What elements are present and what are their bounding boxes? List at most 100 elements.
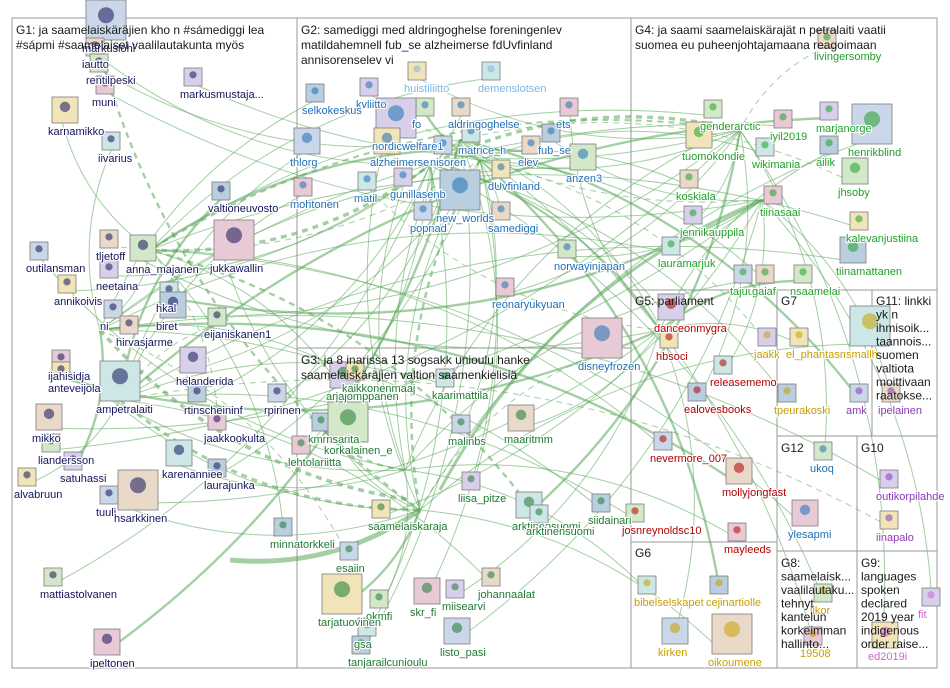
node-label[interactable]: tpeurakoski (773, 404, 831, 418)
node-label[interactable]: tuuli (95, 506, 117, 520)
node-label[interactable]: ipelainen (877, 404, 923, 418)
node-label[interactable]: henrikblind (847, 146, 902, 160)
node-label[interactable]: skr_fi (409, 606, 437, 620)
node-label[interactable]: hsarkkinen (113, 512, 168, 526)
node-label[interactable]: outikorpilahde (875, 490, 946, 504)
node-label[interactable]: satuhassi (59, 472, 108, 486)
node-label[interactable]: thlorg (289, 156, 319, 170)
node-label[interactable]: marjanorge (815, 122, 873, 136)
node-label[interactable]: livingersomby (813, 50, 883, 64)
node-label[interactable]: matil (353, 192, 378, 206)
node-label[interactable]: maaritmm (503, 433, 554, 447)
node-label[interactable]: tiinasaai (759, 206, 802, 220)
node-label[interactable]: anzen3 (565, 172, 603, 186)
node-label[interactable]: saamelaiskaraja (367, 520, 450, 534)
node-label[interactable]: johannaalat (476, 588, 536, 602)
node-label[interactable]: jhsoby (836, 186, 871, 200)
node-label[interactable]: annikoivis (53, 295, 104, 309)
node-label[interactable]: ed2019i (867, 650, 908, 664)
node-label[interactable]: hirvasjarme (115, 336, 174, 350)
node-label[interactable]: korkalainen_e (323, 444, 394, 458)
node-label[interactable]: huistiliitto (403, 82, 450, 96)
node-label[interactable]: jaakkookulta (202, 432, 267, 446)
node-label[interactable]: norwayinjapan (553, 260, 626, 274)
node-label[interactable]: smallh (845, 348, 879, 362)
node-label[interactable]: mayleeds (723, 543, 773, 557)
node-label[interactable]: nsaamelai (789, 285, 841, 299)
node-label[interactable]: alzheimerse (369, 156, 431, 170)
node-label[interactable]: ylesapmi (787, 528, 833, 542)
node-label[interactable]: kalevanjustiina (845, 232, 920, 246)
node-label[interactable]: rtinscheininf (183, 404, 245, 418)
node-label[interactable]: ampetralaiti (95, 403, 154, 417)
node-label[interactable]: hkal (155, 302, 177, 316)
node-label[interactable]: gaiaf (751, 285, 778, 299)
node-label[interactable]: cejinartiolle (705, 596, 762, 610)
node-label[interactable]: fo (411, 118, 422, 132)
node-label[interactable]: selkokeskus (301, 104, 364, 118)
node-label[interactable]: anna_majanen (125, 263, 200, 277)
node-avatar[interactable] (35, 403, 63, 431)
node-label[interactable]: arktinensuomi (511, 520, 582, 534)
node-label[interactable]: bibelselskapet (633, 596, 705, 610)
node-label[interactable]: miisearvi (441, 600, 487, 614)
node-label[interactable]: minnatorkkeli (269, 538, 336, 552)
node-label[interactable]: iyil2019 (769, 130, 809, 144)
node-label[interactable]: ni (99, 320, 110, 334)
node-label[interactable]: kirken (657, 646, 689, 660)
node-label[interactable]: ijahisidja (47, 370, 92, 384)
node-label[interactable]: fub_se (537, 144, 572, 158)
node-label[interactable]: ipeltonen (89, 657, 136, 671)
node-label[interactable]: disneyfrozen (577, 360, 642, 374)
node-label[interactable]: karnamikko (47, 125, 105, 139)
node-label[interactable]: dUvfinland (487, 180, 541, 194)
node-label[interactable]: malinbs (447, 435, 488, 449)
node-label[interactable]: lauramarjuk (657, 257, 717, 271)
node-label[interactable]: karenanniee (161, 468, 224, 482)
node-label[interactable]: arktinensuomi (525, 525, 596, 539)
node-label[interactable]: mikko (31, 432, 62, 446)
node-label[interactable]: ailik (815, 156, 837, 170)
node-label[interactable]: nevermore_007 (649, 452, 728, 466)
node-label[interactable]: markusmustaja... (179, 88, 265, 102)
node-label[interactable]: oikoumene (707, 656, 763, 670)
node-label[interactable]: hbsoci (655, 350, 689, 364)
node-label[interactable]: fit (917, 608, 928, 622)
node-label[interactable]: alvabruun (13, 488, 64, 502)
node-label[interactable]: new_worlds (435, 212, 496, 226)
node-label[interactable]: mattiastolvanen (39, 588, 118, 602)
node-label[interactable]: nordicwelfare1 (371, 140, 445, 154)
node-avatar[interactable] (507, 404, 535, 432)
node-label[interactable]: tiinamattanen (835, 265, 903, 279)
node-label[interactable]: genderarctic (699, 120, 762, 134)
node-label[interactable]: tljetoff (95, 250, 127, 264)
node-label[interactable]: ealovesbooks (683, 403, 753, 417)
node-label[interactable]: nisoren (429, 156, 467, 170)
node-label[interactable]: releasememo (709, 376, 778, 390)
node-label[interactable]: danceonmygra (653, 322, 729, 336)
node-label[interactable]: kaikkonenmaaj (341, 382, 417, 396)
node-label[interactable]: neetaina (95, 280, 140, 294)
node-label[interactable]: tarjatuovinen (317, 616, 382, 630)
node-label[interactable]: anteveijola (47, 382, 103, 396)
node-avatar[interactable] (179, 346, 207, 374)
node-label[interactable]: kvliitto (355, 98, 388, 112)
node-label[interactable]: samediggi (487, 222, 539, 236)
node-label[interactable]: likor (809, 604, 832, 618)
node-label[interactable]: arjajomppanen (325, 390, 400, 404)
node-label[interactable]: elev (517, 156, 540, 170)
node-label[interactable]: amk (845, 404, 868, 418)
node-label[interactable]: el_phantasmo (785, 348, 856, 362)
node-label[interactable]: eijaniskanen1 (203, 328, 272, 342)
node-label[interactable]: koskiala (675, 190, 718, 204)
node-label[interactable]: tuomokondie (681, 150, 746, 164)
node-label[interactable]: liandersson (37, 454, 95, 468)
node-label[interactable]: jennikauppila (678, 226, 746, 240)
node-label[interactable]: 19508 (799, 647, 832, 661)
node-label[interactable]: kaarimattila (431, 389, 490, 403)
node-label[interactable]: rentilpeski (85, 74, 137, 88)
node-label[interactable]: rpirinen (263, 404, 302, 418)
node-label[interactable]: gsa (353, 638, 374, 652)
node-label[interactable]: siidainari (587, 514, 633, 528)
node-label[interactable]: matrice_h (457, 144, 507, 158)
